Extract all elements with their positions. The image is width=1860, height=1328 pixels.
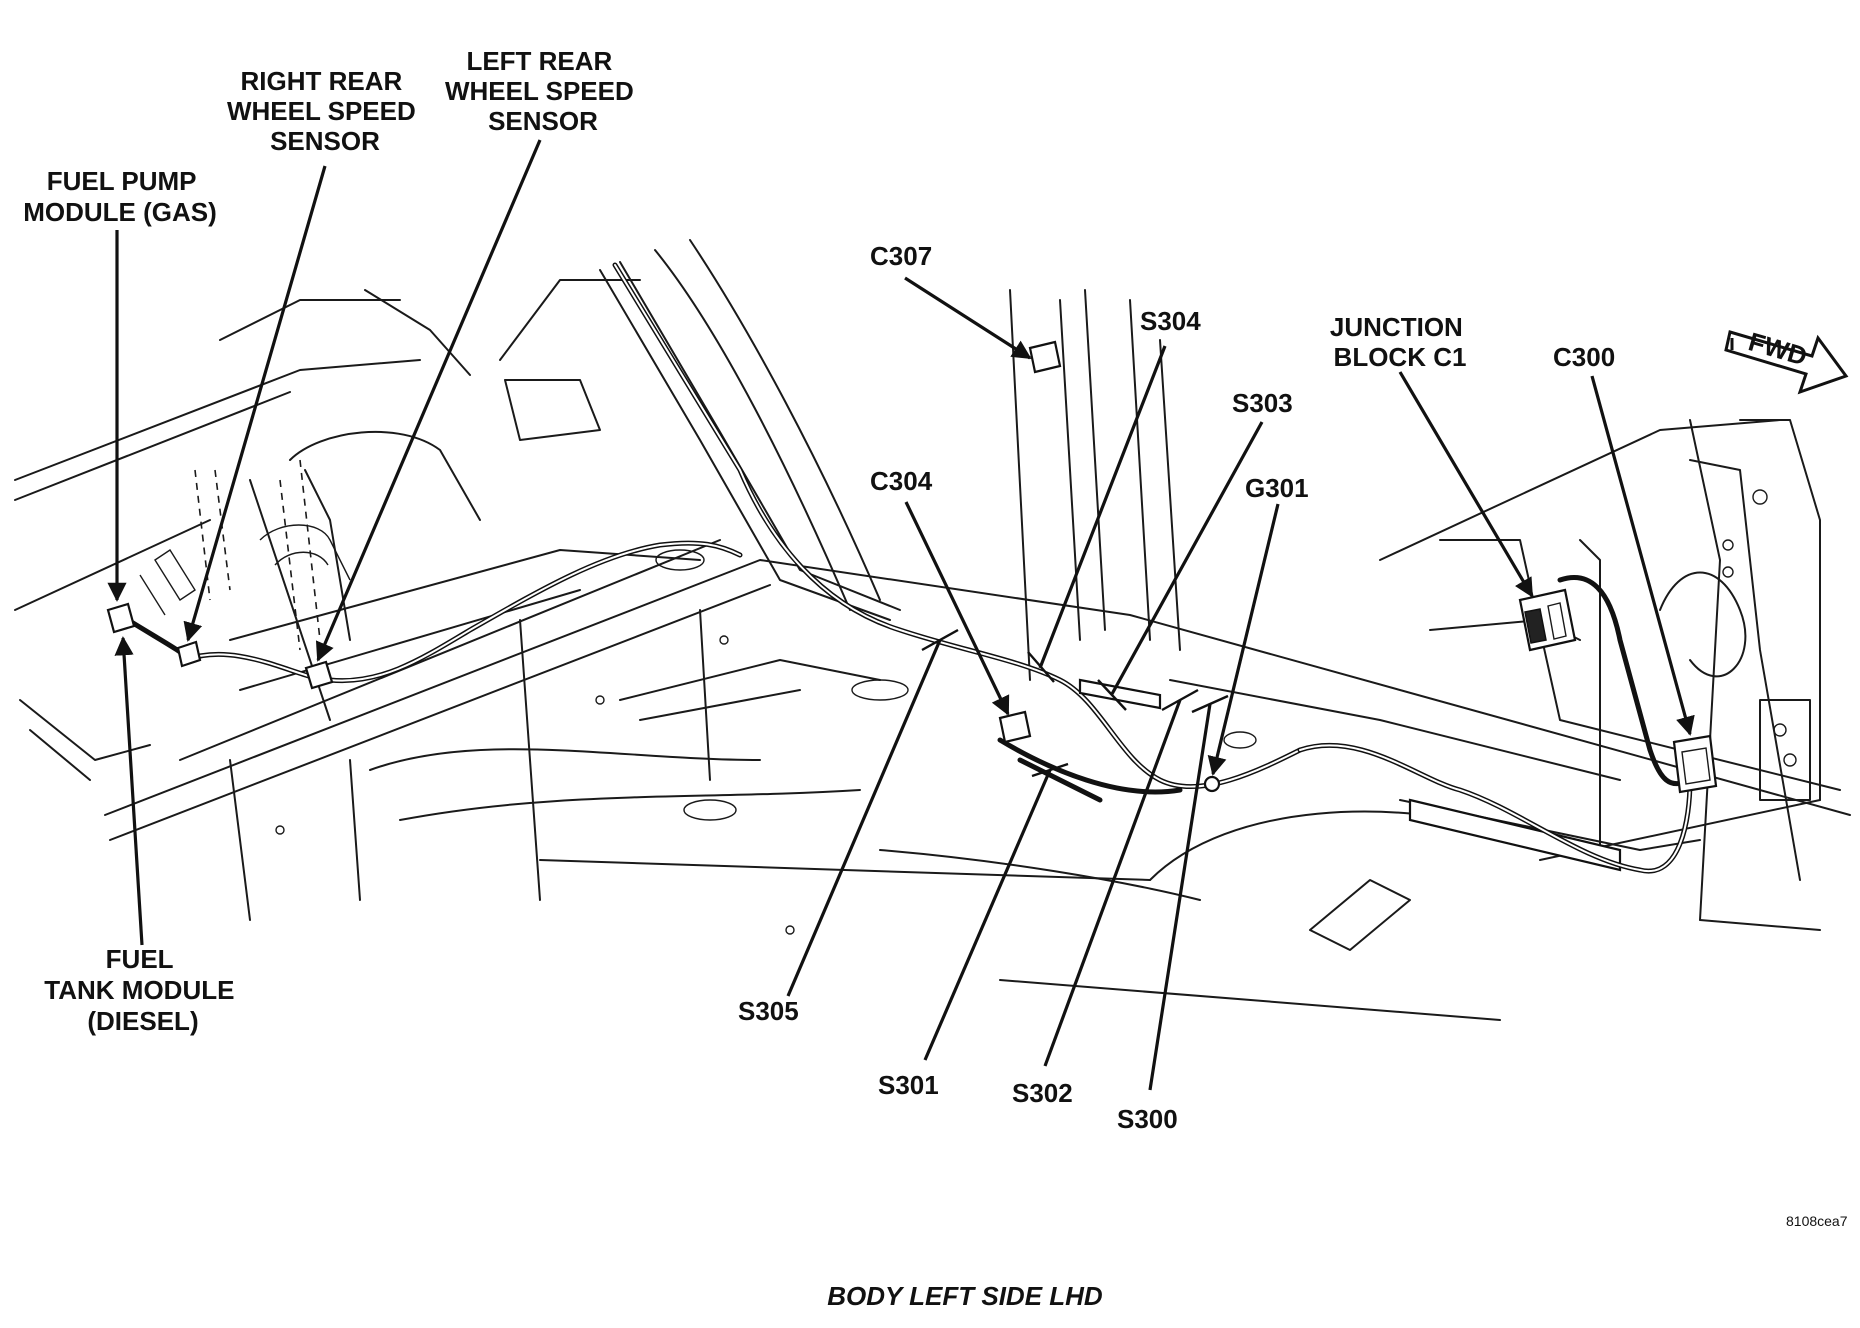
label-s303: S303 xyxy=(1232,388,1293,418)
label-c304: C304 xyxy=(870,466,933,496)
label-c300: C300 xyxy=(1553,342,1615,372)
label-junction-block-c1: JUNCTION BLOCK C1 xyxy=(1330,312,1470,372)
g301-ground xyxy=(1203,775,1221,793)
left-rear-sensor-connector xyxy=(304,660,334,690)
callout-labels: FUEL PUMP MODULE (GAS) RIGHT REAR WHEEL … xyxy=(23,46,1615,1134)
label-s300: S300 xyxy=(1117,1104,1178,1134)
components xyxy=(106,340,1718,794)
leader-lines xyxy=(107,139,1695,1091)
c307-connector xyxy=(1028,340,1062,374)
diagram-caption: BODY LEFT SIDE LHD xyxy=(827,1281,1103,1311)
label-fuel-tank-module: FUEL TANK MODULE (DIESEL) xyxy=(44,944,241,1036)
junction-block-c1-component xyxy=(1518,588,1577,652)
fwd-direction-arrow: FWD xyxy=(1724,326,1849,395)
label-s305: S305 xyxy=(738,996,799,1026)
reference-code: 8108cea7 xyxy=(1786,1213,1848,1229)
fuel-pump-module-connector xyxy=(106,602,136,634)
label-g301: G301 xyxy=(1245,473,1309,503)
right-rear-sensor-connector xyxy=(176,640,202,668)
c304-connector xyxy=(998,710,1032,744)
label-s301: S301 xyxy=(878,1070,939,1100)
wiring-harness xyxy=(117,262,1693,874)
label-right-rear-wheel-speed-sensor: RIGHT REAR WHEEL SPEED SENSOR xyxy=(227,66,423,156)
label-s304: S304 xyxy=(1140,306,1201,336)
c300-connector xyxy=(1672,734,1718,794)
label-left-rear-wheel-speed-sensor: LEFT REAR WHEEL SPEED SENSOR xyxy=(445,46,641,136)
label-s302: S302 xyxy=(1012,1078,1073,1108)
label-c307: C307 xyxy=(870,241,932,271)
label-fuel-pump-module: FUEL PUMP MODULE (GAS) xyxy=(23,166,217,227)
